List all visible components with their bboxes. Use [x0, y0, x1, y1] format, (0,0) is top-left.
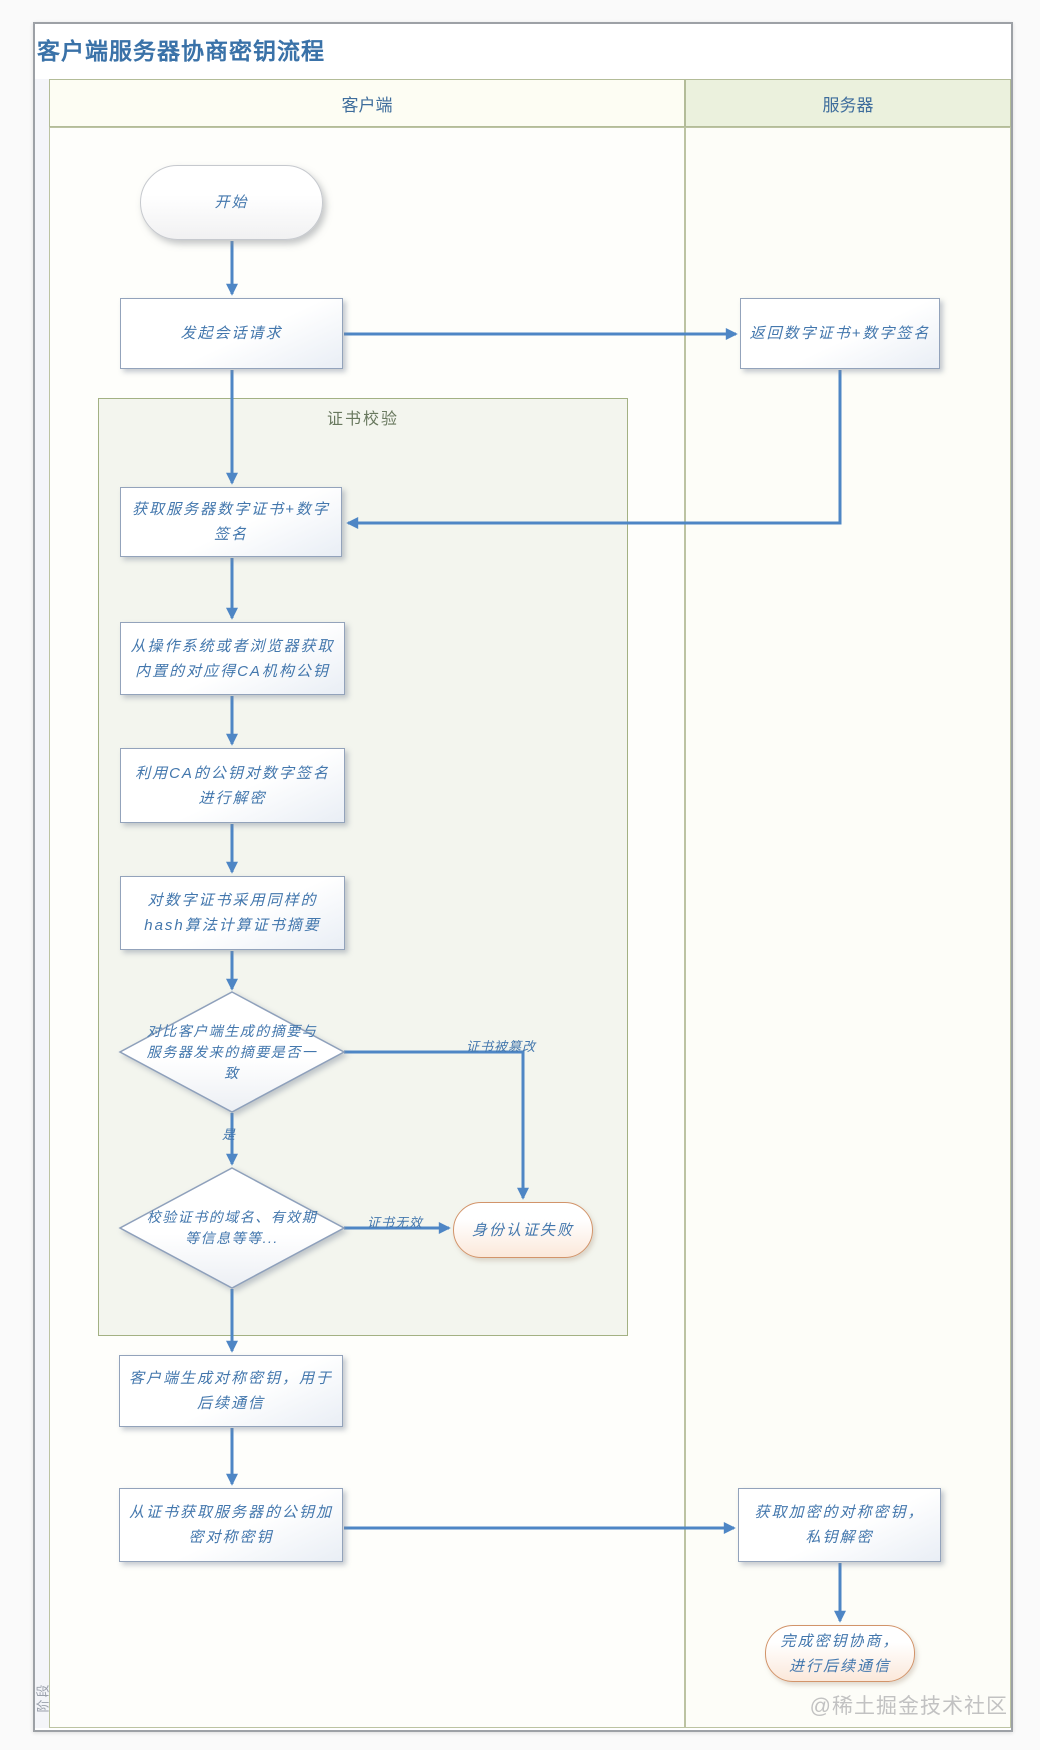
edge-label-cert-tampered: 证书被篡改: [465, 1039, 536, 1054]
edge-label-yes: 是: [221, 1127, 236, 1142]
node-start: 开始: [140, 165, 323, 240]
node-done: 完成密钥协商，进行后续通信: [765, 1625, 915, 1682]
decision-verify-info-label: 校验证书的域名、有效期等信息等等...: [146, 1209, 318, 1246]
decision-compare-digest-label: 对比客户端生成的摘要与服务器发来的摘要是否一致: [146, 1022, 318, 1081]
node-encrypt-symmetric-key: 从证书获取服务器的公钥加密对称密钥: [119, 1488, 343, 1562]
node-server-decrypt-key: 获取加密的对称密钥，私钥解密: [738, 1488, 941, 1562]
lane-header-server: 服务器: [685, 79, 1011, 127]
group-title: 证书校验: [326, 411, 399, 428]
node-initiate-session: 发起会话请求: [120, 298, 343, 369]
lane-header-client: 客户端: [49, 79, 685, 127]
node-decrypt-signature: 利用CA的公钥对数字签名进行解密: [120, 748, 345, 823]
node-auth-failed: 身份认证失败: [453, 1202, 593, 1258]
node-get-ca-public-key: 从操作系统或者浏览器获取内置的对应得CA机构公钥: [120, 622, 345, 695]
stage-strip: [35, 79, 50, 1728]
node-return-cert-signature: 返回数字证书+数字签名: [740, 298, 940, 369]
edge-label-cert-invalid: 证书无效: [366, 1215, 423, 1230]
watermark: @稀土掘金技术社区: [809, 1695, 1008, 1718]
node-hash-digest: 对数字证书采用同样的hash算法计算证书摘要: [120, 876, 345, 950]
diagram-title: 客户端服务器协商密钥流程: [37, 38, 325, 64]
node-generate-symmetric-key: 客户端生成对称密钥，用于后续通信: [119, 1355, 343, 1427]
node-get-server-cert: 获取服务器数字证书+数字签名: [120, 487, 342, 557]
